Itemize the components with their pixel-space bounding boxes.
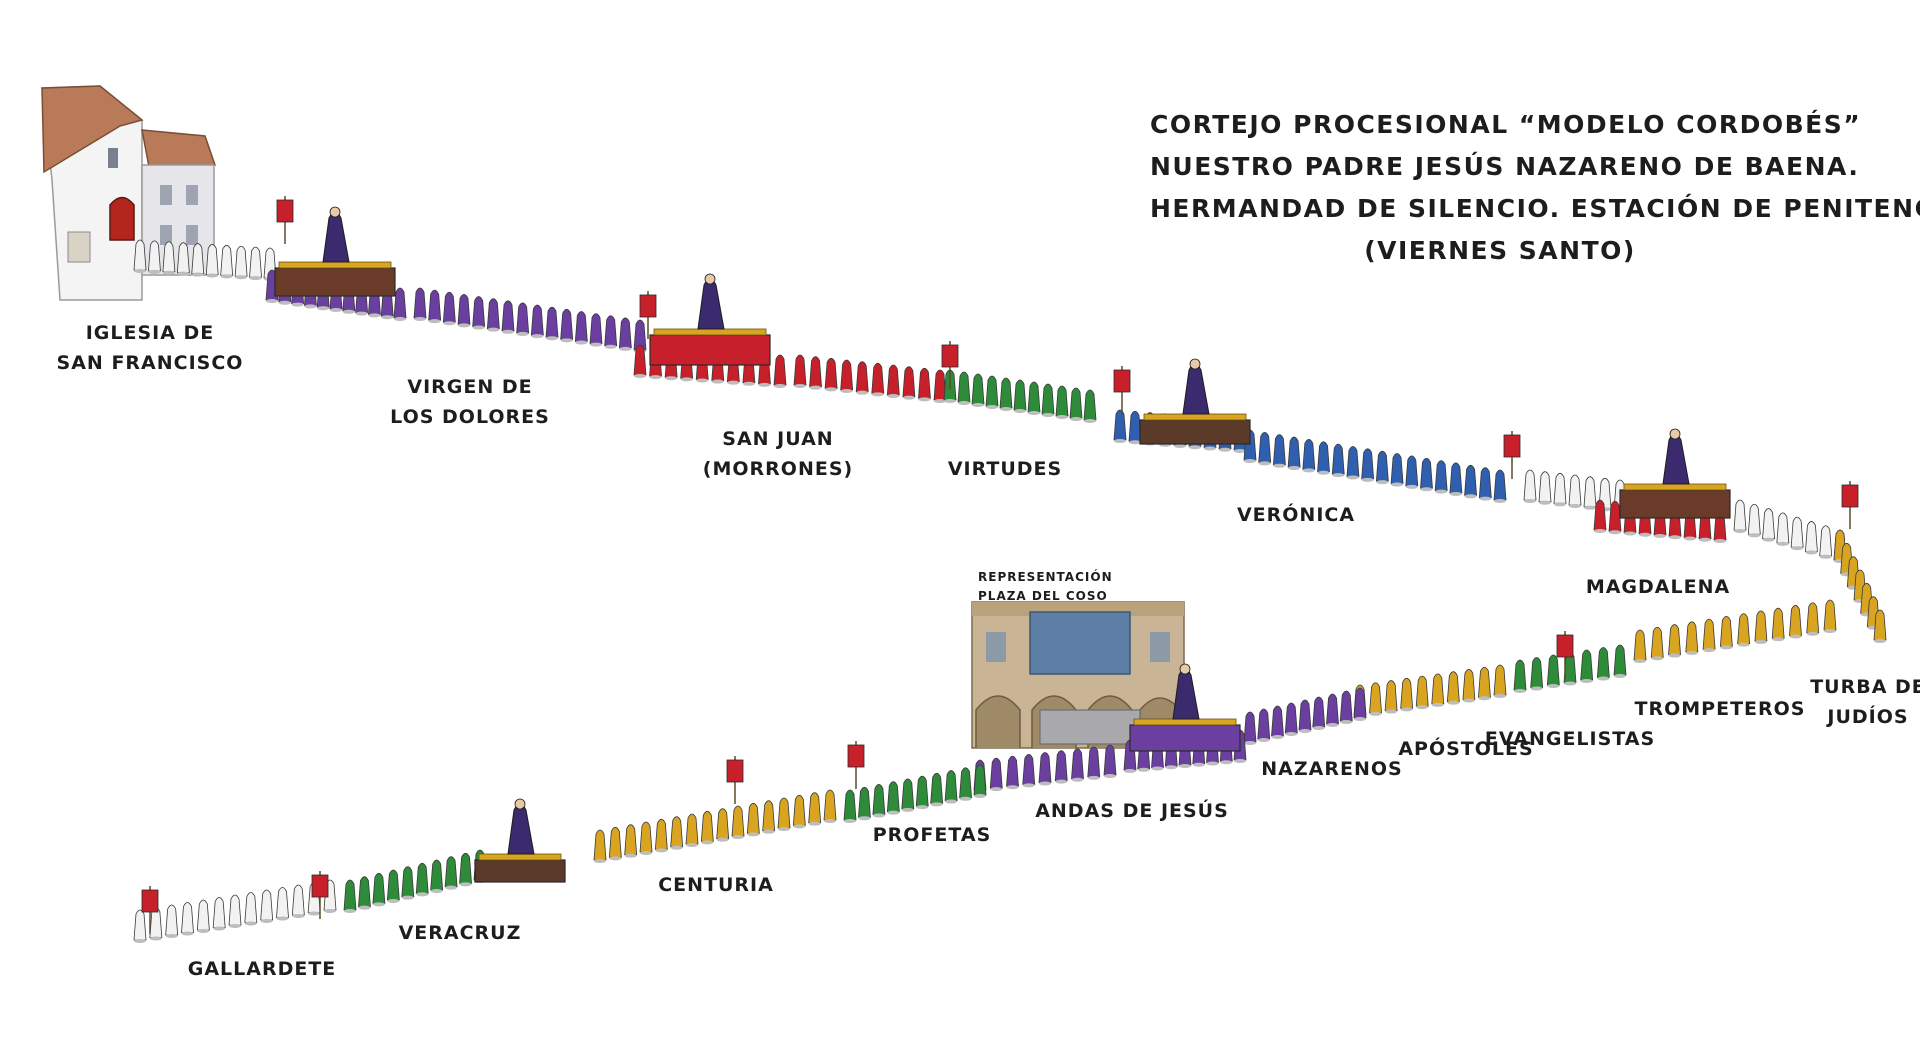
float-magdalena bbox=[1619, 428, 1731, 519]
banner-9 bbox=[726, 756, 744, 804]
banner-6 bbox=[1841, 481, 1859, 529]
group-virtudes bbox=[943, 369, 1097, 423]
label-magdalena: MAGDALENA bbox=[1585, 576, 1731, 598]
procession-floats bbox=[141, 196, 1859, 934]
label-evangelistas: EVANGELISTAS bbox=[1484, 728, 1656, 750]
label-gallardete: GALLARDETE bbox=[187, 958, 337, 980]
group-apostoles bbox=[1353, 664, 1507, 718]
group-trompeteros bbox=[1633, 599, 1837, 663]
label-veracruz: VERACRUZ bbox=[398, 922, 522, 944]
church-illustration bbox=[41, 85, 217, 301]
label-iglesia-san-francisco: IGLESIA DE SAN FRANCISCO bbox=[56, 322, 244, 374]
banner-4 bbox=[1113, 366, 1131, 414]
label-apostoles: APÓSTOLES bbox=[1398, 738, 1534, 760]
float-san-juan bbox=[649, 273, 771, 366]
label-profetas: PROFETAS bbox=[872, 824, 992, 846]
label-andas-de-jesus: ANDAS DE JESÚS bbox=[1035, 800, 1229, 822]
banner-11 bbox=[141, 886, 159, 934]
banner-10 bbox=[311, 871, 329, 919]
plaza-building-illustration bbox=[971, 601, 1185, 749]
group-profetas bbox=[843, 764, 987, 823]
label-nazarenos: NAZARENOS bbox=[1261, 758, 1403, 780]
group-veracruz bbox=[343, 849, 487, 913]
label-turba-de-judios: TURBA DE JUDÍOS bbox=[1810, 676, 1920, 728]
group-virgen-nazarenos bbox=[413, 287, 647, 353]
float-virgen-de-los-dolores bbox=[274, 206, 396, 297]
group-veronica-nazarenos bbox=[1243, 429, 1507, 503]
label-veronica: VERÓNICA bbox=[1236, 504, 1356, 526]
title-line-2: NUESTRO PADRE JESÚS NAZARENO DE BAENA. bbox=[1150, 152, 1860, 181]
label-trompeteros: TROMPETEROS bbox=[1634, 698, 1806, 720]
float-veracruz bbox=[474, 798, 566, 883]
banner-8 bbox=[847, 741, 865, 789]
float-veronica bbox=[1139, 358, 1251, 445]
banner-3 bbox=[941, 341, 959, 389]
title-line-3: HERMANDAD DE SILENCIO. ESTACIÓN DE PENIT… bbox=[1150, 194, 1920, 223]
float-andas-de-jesus bbox=[1129, 663, 1241, 752]
banner-2 bbox=[639, 291, 657, 339]
banner-5 bbox=[1503, 431, 1521, 479]
group-turba bbox=[1833, 529, 1887, 643]
banner-1 bbox=[276, 196, 294, 244]
group-gallardete bbox=[133, 879, 337, 943]
group-iglesia bbox=[133, 239, 277, 281]
group-evangelistas bbox=[1513, 644, 1627, 693]
title-line-1: CORTEJO PROCESIONAL “MODELO CORDOBÉS” bbox=[1150, 110, 1862, 139]
label-centuria: CENTURIA bbox=[658, 874, 774, 896]
label-san-juan-morrones: SAN JUAN (MORRONES) bbox=[702, 428, 854, 480]
group-nazarenos bbox=[1243, 687, 1367, 745]
group-andas-front bbox=[973, 744, 1117, 793]
label-virtudes: VIRTUDES bbox=[947, 458, 1063, 480]
group-centuria bbox=[593, 789, 837, 863]
diagram-title: CORTEJO PROCESIONAL “MODELO CORDOBÉS” NU… bbox=[1150, 104, 1920, 272]
group-magdalena-front bbox=[1523, 469, 1627, 513]
group-magdalena-rear bbox=[1733, 499, 1847, 563]
banner-7 bbox=[1556, 631, 1574, 679]
title-line-4: (VIERNES SANTO) bbox=[1364, 236, 1636, 265]
group-morrones bbox=[793, 354, 947, 403]
label-virgen-de-los-dolores: VIRGEN DE LOS DOLORES bbox=[390, 376, 550, 428]
label-representacion-plaza-del-coso: REPRESENTACIÓN PLAZA DEL COSO bbox=[978, 570, 1113, 603]
